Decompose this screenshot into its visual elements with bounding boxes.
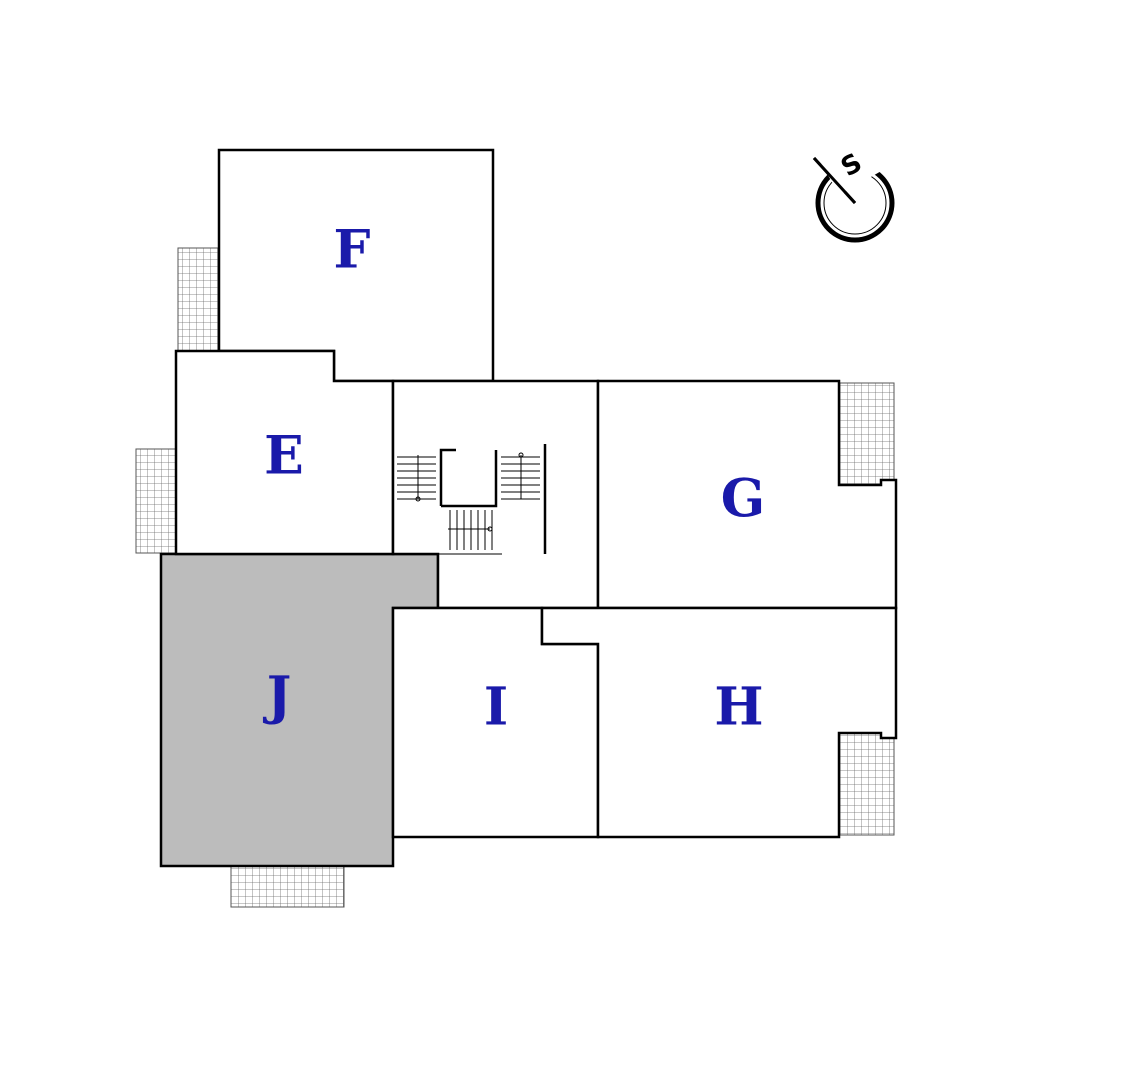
staircase — [397, 444, 547, 555]
room-label-g: G — [721, 469, 765, 530]
balcony-east-g — [838, 382, 895, 486]
balcony-west-e — [135, 448, 177, 554]
room-h-area[interactable] — [540, 606, 898, 839]
room-label-f: F — [334, 220, 371, 281]
stair-direction-dot — [415, 496, 421, 502]
balcony-south-j — [230, 865, 345, 908]
room-label-e: E — [264, 426, 304, 487]
stair-direction-dot — [518, 452, 524, 458]
stair-direction-dot — [487, 526, 493, 532]
room-label-h: H — [714, 677, 763, 738]
compass-icon: S — [812, 135, 895, 243]
room-label-i: I — [484, 677, 508, 738]
balcony-west-f — [177, 247, 220, 353]
balcony-east-h — [838, 732, 895, 836]
room-label-j: J — [263, 666, 292, 727]
